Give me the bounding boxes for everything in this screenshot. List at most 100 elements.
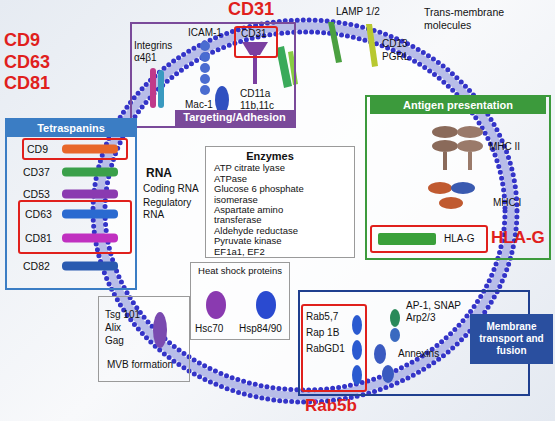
protein-label: HLA-G <box>444 233 484 245</box>
ap1-glyph <box>390 309 400 327</box>
category-label: Trans-membrane molecules <box>424 6 509 31</box>
group-heading: MVB formation <box>107 359 187 371</box>
protein-label: CD37 <box>23 166 59 179</box>
group-heading: Antigen presentation <box>370 97 546 114</box>
protein-label: Aldehyde reductase <box>214 226 326 236</box>
icam-domain <box>200 74 210 84</box>
vesicle-lumen <box>99 26 511 396</box>
enzyme-box: EnzymesATP citrate lyaseATPaseGlucose 6 … <box>205 146 355 258</box>
cd31-stem <box>253 55 257 84</box>
hla-g-glyph <box>378 233 436 245</box>
protein-label: Annexins <box>398 348 450 360</box>
mhc2-domain <box>457 126 483 138</box>
cd11-glyph <box>288 51 298 85</box>
molecule-label: LAMP 1/2 <box>336 6 396 18</box>
lamp-glyph <box>328 22 342 63</box>
protein-label: Hsc70 <box>195 323 235 335</box>
protein-label: CD53 <box>23 188 59 201</box>
group-heading: Heat shock proteins <box>194 265 286 276</box>
protein-label: EF1a1, EF2 <box>214 247 326 257</box>
protein-label: AP-1, SNAP Arp2/3 <box>406 300 468 324</box>
integrin-alpha <box>150 68 156 108</box>
highlight-box: CD31 <box>234 26 278 58</box>
molecule-label: PGRL <box>382 51 422 63</box>
highlight-label: CD9 CD63 CD81 <box>4 30 60 95</box>
group-box: Tsg 101AlixGagMVB formation <box>98 296 190 382</box>
protein-label: ATP citrate lyase <box>214 163 326 173</box>
group-heading: Enzymes <box>214 150 326 163</box>
mhc2-domain <box>432 126 458 138</box>
highlight-label: Rab5b <box>305 396 375 416</box>
group-box: Heat shock proteinsHsc70 Hsp84/90 <box>190 262 290 340</box>
protein-label: CD9 <box>27 143 61 156</box>
protein-label: Alix <box>105 322 149 334</box>
hsc70-glyph <box>206 291 226 319</box>
membrane-outer-beads <box>93 20 517 402</box>
snap-glyph <box>390 328 400 342</box>
icam-domain <box>200 85 210 95</box>
annexin-glyph <box>382 365 394 383</box>
icam-domain <box>200 63 210 73</box>
group-heading: Tetraspanins <box>7 120 135 137</box>
highlight-box: CD9 <box>22 138 128 160</box>
molecule-label: Regulatory RNA <box>143 197 195 221</box>
mhc2-stem <box>443 152 447 170</box>
protein-label: Integrins α4β1 <box>134 40 186 64</box>
protein-label: CD81 <box>25 232 61 245</box>
tetraspanin-glyph <box>62 262 118 271</box>
molecule-label: CD13 <box>382 38 422 50</box>
protein-label: CD31 <box>241 28 275 40</box>
highlight-label: HLA-G <box>491 228 553 248</box>
molecule-label: Coding RNA <box>143 183 205 195</box>
protein-label: Rab5,7 Rap 1B RabGD1 <box>306 309 350 357</box>
mhc2-stem <box>468 152 472 170</box>
protein-label: CD11a 11b,11c <box>240 88 282 112</box>
protein-label: ATPase <box>214 174 326 184</box>
category-label: RNA <box>146 166 186 180</box>
mhc1-domain <box>428 182 452 194</box>
annexin-glyph <box>374 344 386 364</box>
protein-label: Glucose 6 phosphate isomerase <box>214 184 326 205</box>
rab-glyph <box>352 365 362 385</box>
tetraspanin-glyph <box>62 168 118 177</box>
highlight-label: CD31 <box>228 0 288 20</box>
protein-label: Mac-1 <box>185 99 221 111</box>
membrane-inner-beads <box>105 32 505 390</box>
protein-label: CD82 <box>23 260 59 273</box>
group-box: TetraspaninsCD37CD53CD82 CD9CD63CD81 <box>5 118 137 290</box>
highlight-box: CD63CD81 <box>18 200 132 254</box>
protein-label: MHC II <box>489 141 539 153</box>
mhc2-domain <box>457 140 483 152</box>
protein-label: ICAM-1 <box>188 27 232 39</box>
protein-label: MHC I <box>493 197 538 209</box>
group-heading: Targeting/Adhesion <box>175 110 294 126</box>
mvb-glyph <box>153 312 167 348</box>
highlight-box: HLA-G <box>370 225 488 253</box>
integrin-beta <box>158 70 164 108</box>
group-heading: Membrane transport and fusion <box>470 314 553 364</box>
group-box: Membrane transport and fusionAP-1, SNAP … <box>298 290 530 396</box>
cd13-glyph <box>366 24 378 67</box>
mhc1-domain <box>451 182 475 194</box>
protein-label: Tsg 101 <box>105 309 149 321</box>
rab-glyph <box>352 340 362 360</box>
cd31-glyph <box>242 42 268 55</box>
protein-label: CD63 <box>25 208 61 221</box>
tetraspanin-glyph <box>62 210 118 219</box>
group-box: Targeting/Adhesion Integrins α4β1ICAM-1Ma… <box>130 22 296 128</box>
protein-label: Gag <box>105 335 149 347</box>
tetraspanin-glyph <box>62 145 118 154</box>
tetraspanin-glyph <box>62 190 118 199</box>
mhc1-domain <box>439 197 463 209</box>
icam-domain <box>200 41 210 51</box>
protein-label: Hsp84/90 <box>239 323 287 335</box>
protein-label: Aspartate amino transferase <box>214 205 326 226</box>
protein-label: Pyruvate kinase <box>214 236 326 246</box>
rab-glyph <box>352 315 362 335</box>
tetraspanin-glyph <box>62 234 118 243</box>
highlight-box: Rab5,7 Rap 1B RabGD1 <box>301 304 367 392</box>
